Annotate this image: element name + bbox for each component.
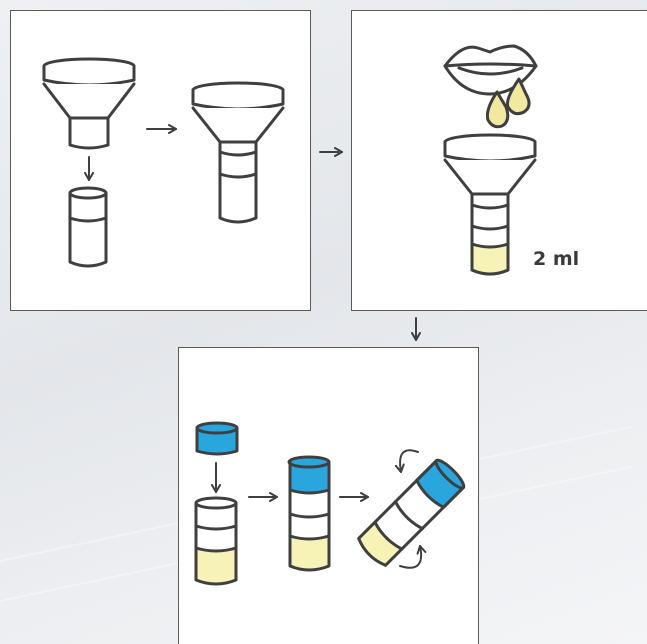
- saliva-sample: [470, 242, 510, 276]
- funnel-icon: [42, 57, 136, 150]
- rotate-arrow-icon: [394, 449, 419, 473]
- lips-icon: [443, 44, 538, 96]
- funnel-icon: [191, 81, 285, 224]
- volume-label: 2 ml: [533, 248, 580, 270]
- blue-cap-icon: [195, 421, 239, 456]
- saliva-drop-icon: [485, 77, 531, 129]
- tube-icon: [357, 458, 466, 567]
- rotate-arrow-icon: [399, 545, 427, 569]
- tube-icon: [68, 186, 108, 268]
- tube-icon: [287, 455, 331, 572]
- tube-icon: [194, 496, 238, 586]
